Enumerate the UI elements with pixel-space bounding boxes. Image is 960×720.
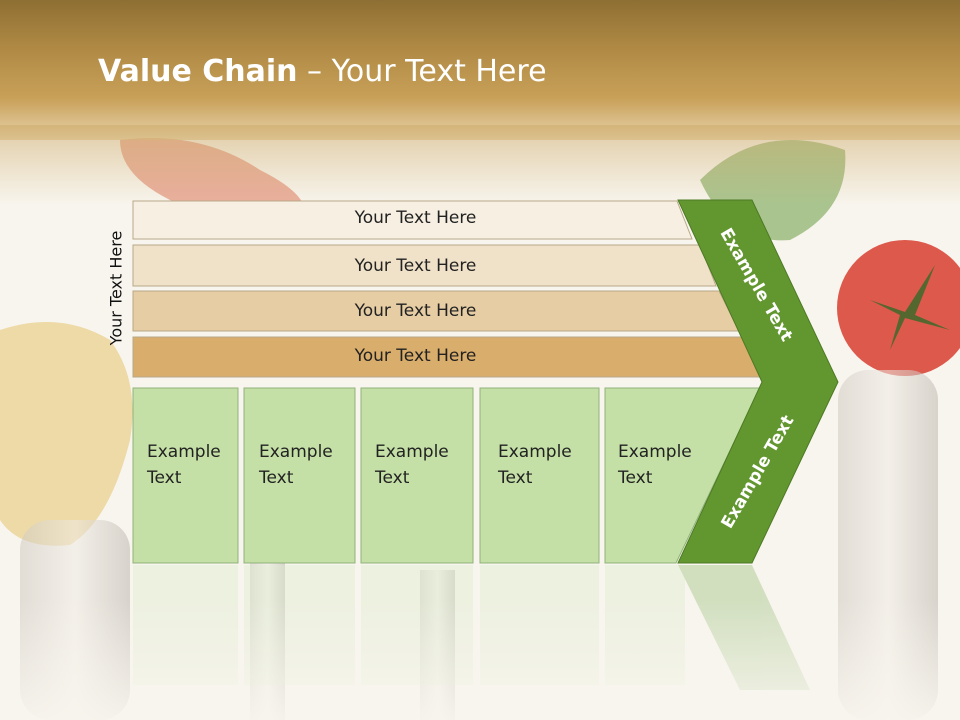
band-2 [132, 244, 717, 287]
box-1-line1: Example [147, 442, 221, 462]
box-2-line1: Example [259, 442, 333, 462]
box-2 [243, 387, 356, 564]
box-2-line2: Text [259, 468, 294, 488]
band-1-label: Your Text Here [354, 208, 477, 228]
box-3 [360, 387, 474, 564]
box-5-line1: Example [618, 442, 692, 462]
band-2-label: Your Text Here [354, 256, 477, 276]
chevron-arrow [677, 199, 839, 564]
box-4-line1: Example [498, 442, 572, 462]
box-1 [132, 387, 239, 564]
box-5-line2: Text [618, 468, 653, 488]
box-4-line2: Text [498, 468, 533, 488]
box-4 [479, 387, 600, 564]
title-bold: Value Chain [98, 54, 298, 89]
box-3-line2: Text [375, 468, 410, 488]
title-rest: – Your Text Here [297, 54, 547, 89]
box-1-line2: Text [147, 468, 182, 488]
band-3-label: Your Text Here [354, 301, 477, 321]
box-3-line1: Example [375, 442, 449, 462]
header-band [0, 0, 960, 140]
header-fade [0, 125, 960, 205]
band-1 [132, 200, 693, 240]
slide-title: Value Chain – Your Text Here [98, 54, 547, 89]
box-5 [604, 387, 761, 564]
band-4-label: Your Text Here [354, 346, 477, 366]
